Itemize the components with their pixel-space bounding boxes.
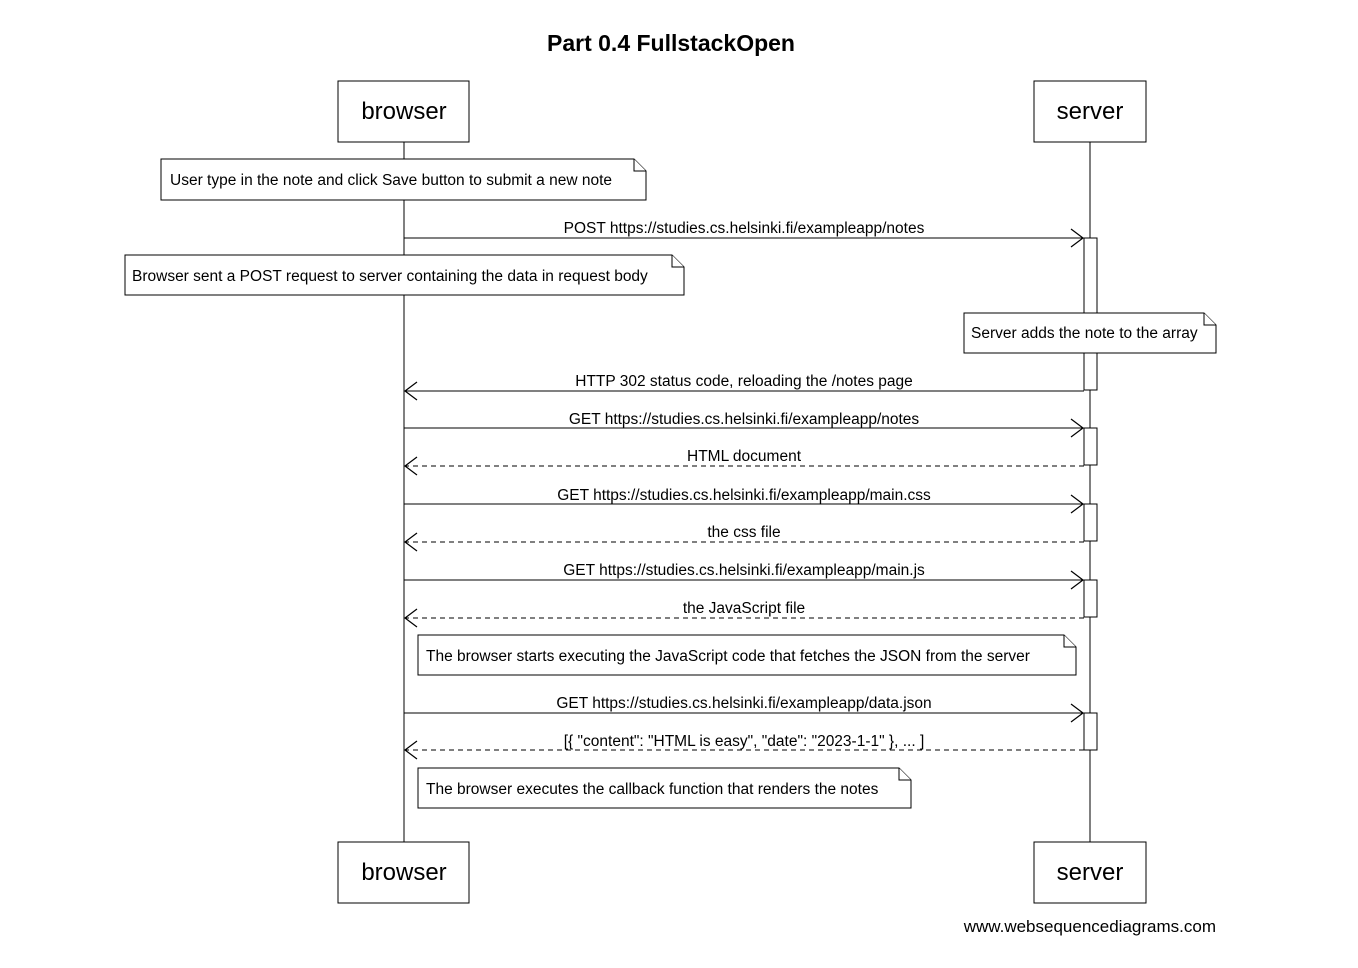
note-2: Browser sent a POST request to server co…	[124, 254, 685, 296]
credit-text: www.websequencediagrams.com	[963, 917, 1216, 936]
message-1: POST https://studies.cs.helsinki.fi/exam…	[404, 220, 1084, 248]
message-6-label: the css file	[707, 524, 780, 541]
message-4: HTML document	[404, 448, 1084, 476]
message-5: GET https://studies.cs.helsinki.fi/examp…	[404, 487, 1084, 514]
message-3: GET https://studies.cs.helsinki.fi/examp…	[404, 411, 1084, 438]
note-2-text: Browser sent a POST request to server co…	[132, 268, 648, 285]
note-4-text: The browser starts executing the JavaScr…	[426, 648, 1030, 665]
message-9: GET https://studies.cs.helsinki.fi/examp…	[404, 695, 1084, 723]
message-9-label: GET https://studies.cs.helsinki.fi/examp…	[556, 695, 931, 712]
actor-browser-bottom: browser	[337, 841, 470, 904]
message-8: the JavaScript file	[404, 600, 1084, 628]
note-5: The browser executes the callback functi…	[417, 767, 912, 809]
message-7-label: GET https://studies.cs.helsinki.fi/examp…	[563, 562, 925, 579]
message-5-label: GET https://studies.cs.helsinki.fi/examp…	[557, 487, 931, 504]
note-3: Server adds the note to the array	[963, 312, 1217, 354]
actor-browser-label: browser	[361, 98, 446, 125]
message-1-label: POST https://studies.cs.helsinki.fi/exam…	[564, 220, 925, 237]
message-3-label: GET https://studies.cs.helsinki.fi/examp…	[569, 411, 920, 428]
server-activation-5	[1083, 712, 1098, 751]
note-1-text: User type in the note and click Save but…	[170, 172, 612, 189]
server-activation-3	[1083, 503, 1098, 542]
server-activation-4	[1083, 579, 1098, 618]
message-8-label: the JavaScript file	[683, 600, 805, 617]
note-5-text: The browser executes the callback functi…	[426, 781, 879, 798]
message-2-label: HTTP 302 status code, reloading the /not…	[575, 373, 913, 390]
message-10-label: [{ "content": "HTML is easy", "date": "2…	[564, 733, 925, 750]
diagram-title: Part 0.4 FullstackOpen	[547, 30, 795, 56]
note-3-text: Server adds the note to the array	[971, 325, 1198, 342]
message-10: [{ "content": "HTML is easy", "date": "2…	[404, 733, 1084, 760]
actor-server-bottom-label: server	[1057, 859, 1124, 886]
message-2: HTTP 302 status code, reloading the /not…	[404, 373, 1084, 401]
message-4-label: HTML document	[687, 448, 802, 465]
server-activation-2	[1083, 427, 1098, 466]
message-7: GET https://studies.cs.helsinki.fi/examp…	[404, 562, 1084, 590]
actor-server-bottom: server	[1033, 841, 1147, 904]
note-4: The browser starts executing the JavaScr…	[417, 634, 1077, 676]
actor-server-top: server	[1033, 80, 1147, 143]
actor-server-label: server	[1057, 98, 1124, 125]
actor-browser-bottom-label: browser	[361, 859, 446, 886]
note-1: User type in the note and click Save but…	[160, 158, 647, 201]
actor-browser-top: browser	[337, 80, 470, 143]
message-6: the css file	[404, 524, 1084, 552]
